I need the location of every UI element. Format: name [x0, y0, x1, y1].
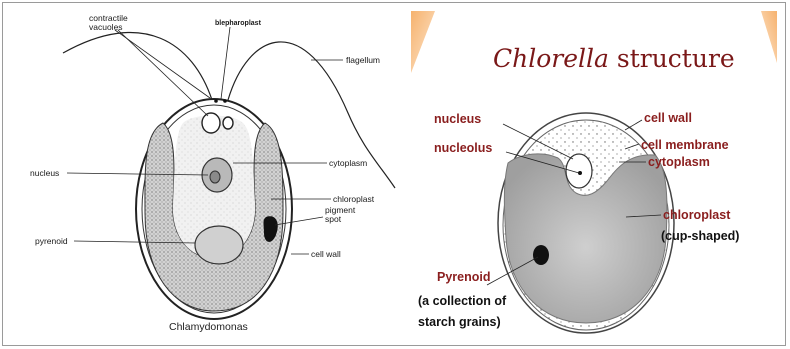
- contractile-vacuole-2: [223, 117, 233, 129]
- caption-chlamydomonas: Chlamydomonas: [169, 321, 248, 333]
- chlorella-title: Chlorella structure: [493, 44, 735, 73]
- nucleolus: [210, 171, 220, 183]
- label-chloroplast: chloroplast: [663, 208, 731, 222]
- chlorella-title-rest: structure: [609, 44, 735, 73]
- chlorella-diagram: Chlorella structure nucleus nucleolus ce…: [403, 3, 783, 345]
- label-cytoplasm: cytoplasm: [329, 158, 367, 168]
- pyrenoid: [195, 226, 243, 264]
- left-flagellum: [63, 32, 212, 100]
- label-pyrenoid-desc-1: (a collection of: [418, 294, 507, 308]
- label-cell-membrane: cell membrane: [641, 138, 729, 152]
- chlorella-title-italic: Chlorella: [493, 44, 609, 73]
- leader-cell-wall: [625, 120, 642, 130]
- label-blepharoplast: blepharoplast: [215, 20, 262, 27]
- chlamydomonas-diagram: contractile vacuoles blepharoplast flage…: [3, 3, 401, 345]
- leader-contractile-2: [118, 30, 208, 116]
- blepharoplast-dot-1: [214, 99, 218, 103]
- nucleus: [566, 154, 592, 188]
- label-chloroplast: chloroplast: [333, 194, 375, 204]
- corner-accent-left: [411, 11, 435, 73]
- label-pyrenoid: pyrenoid: [35, 236, 68, 246]
- chlorella-panel: Chlorella structure nucleus nucleolus ce…: [403, 3, 783, 345]
- label-cell-wall: cell wall: [644, 111, 692, 125]
- blepharoplast-dot-2: [223, 99, 227, 103]
- label-cup-shaped: (cup-shaped): [661, 229, 739, 243]
- label-nucleus: nucleus: [434, 112, 481, 126]
- label-nucleus: nucleus: [30, 168, 59, 178]
- label-cytoplasm: cytoplasm: [648, 155, 710, 169]
- label-flagellum: flagellum: [346, 55, 380, 65]
- chlamydomonas-panel: contractile vacuoles blepharoplast flage…: [3, 3, 401, 345]
- label-cell-wall: cell wall: [311, 249, 341, 259]
- label-nucleolus: nucleolus: [434, 141, 492, 155]
- corner-accent-right: [761, 11, 777, 63]
- label-contractile-2: vacuoles: [89, 22, 123, 32]
- label-pyrenoid: Pyrenoid: [437, 270, 491, 284]
- pyrenoid: [533, 245, 549, 265]
- contractile-vacuole-1: [202, 113, 220, 133]
- label-pigment-2: spot: [325, 214, 342, 224]
- leader-blepharoplast: [221, 27, 230, 99]
- label-pyrenoid-desc-2: starch grains): [418, 315, 501, 329]
